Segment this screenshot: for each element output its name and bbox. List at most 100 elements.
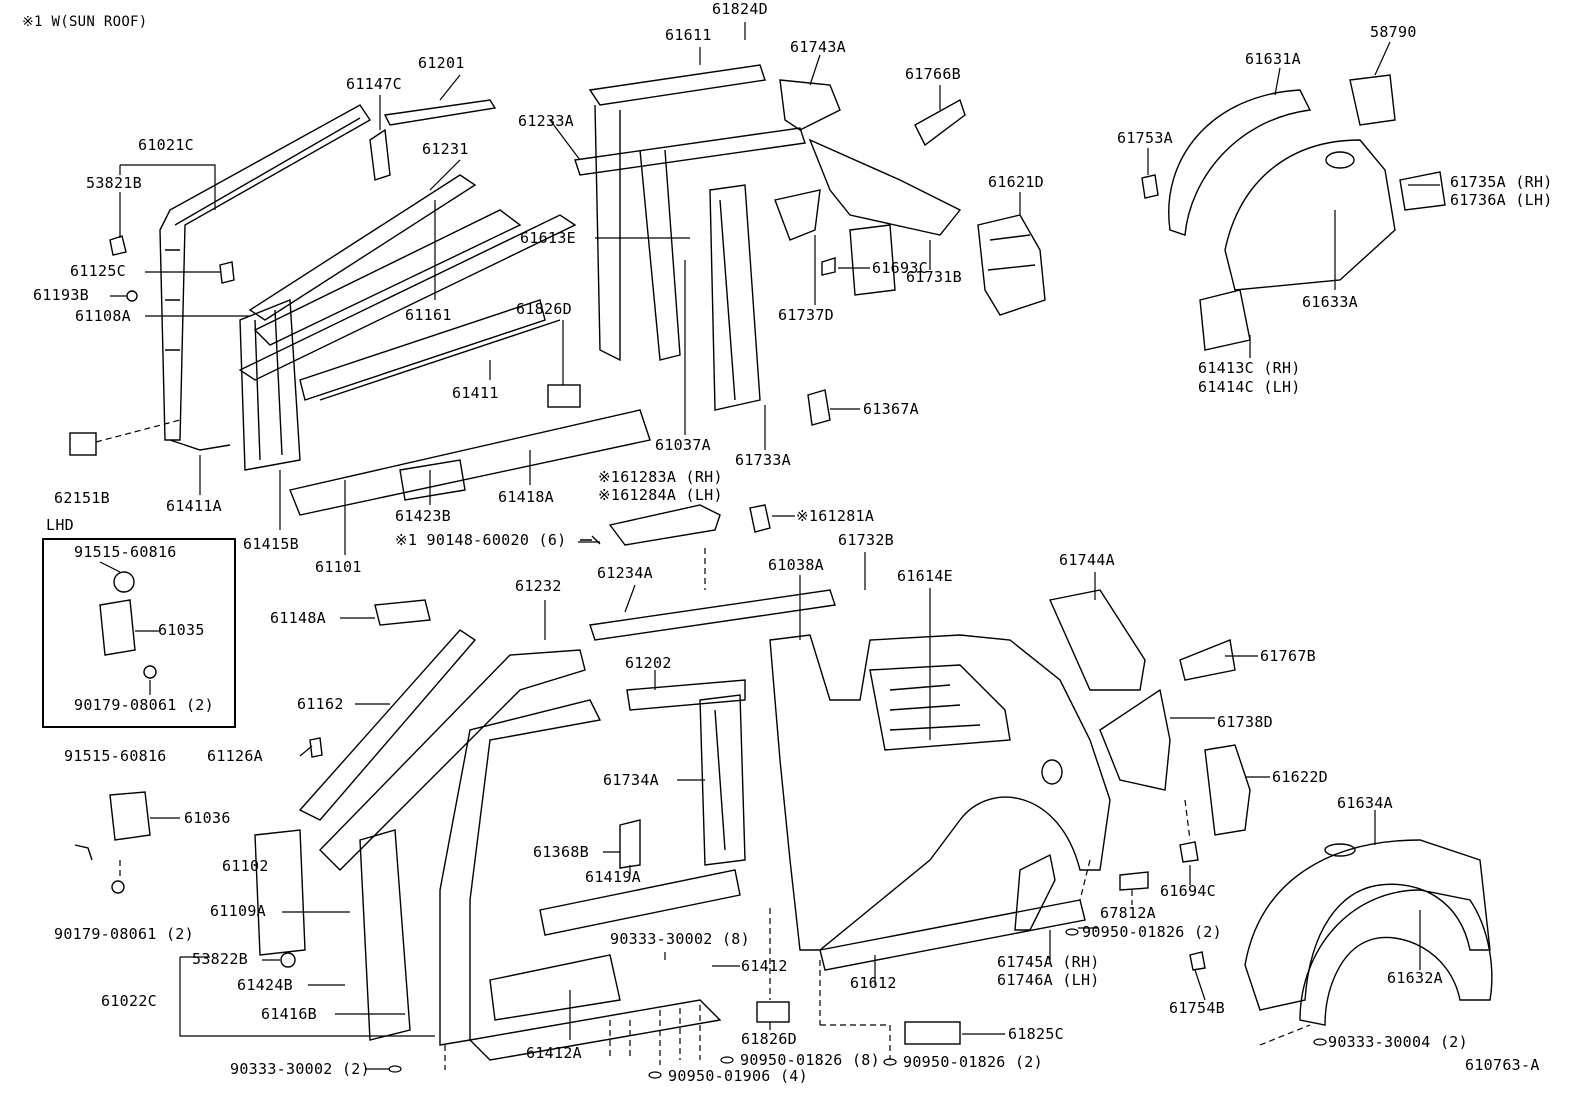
part-label-61234A[interactable]: 61234A	[597, 564, 653, 582]
part-label-61162[interactable]: 61162	[297, 695, 344, 713]
quarter-panel-inner-upper	[774, 79, 962, 296]
part-label-61732B[interactable]: 61732B	[838, 531, 894, 549]
part-label-61693C[interactable]: 61693C	[872, 259, 928, 277]
part-label-161281A[interactable]: ※161281A	[796, 507, 875, 525]
part-label-61735A[interactable]: 61735A (RH)	[1450, 173, 1553, 191]
part-label-61743A[interactable]: 61743A	[790, 38, 846, 56]
part-label-61825C[interactable]: 61825C	[1008, 1025, 1064, 1043]
part-label-61731B[interactable]: 61731B	[906, 268, 962, 286]
part-label-61416B[interactable]: 61416B	[261, 1005, 317, 1023]
part-label-90950-01826-2b[interactable]: 90950-01826 (2)	[903, 1053, 1043, 1071]
small-parts-bottom	[74, 737, 961, 1045]
part-label-61368B[interactable]: 61368B	[533, 843, 589, 861]
part-label-61038A[interactable]: 61038A	[768, 556, 824, 574]
part-label-61424B[interactable]: 61424B	[237, 976, 293, 994]
part-label-61201[interactable]: 61201	[418, 54, 465, 72]
part-label-90333-30002-2[interactable]: 90333-30002 (2)	[230, 1060, 370, 1078]
part-label-61826D-bottom[interactable]: 61826D	[741, 1030, 797, 1048]
part-label-61632A[interactable]: 61632A	[1387, 969, 1443, 987]
rocker-panel-61418A	[289, 409, 651, 516]
part-label-90950-01826-2a[interactable]: 90950-01826 (2)	[1082, 923, 1222, 941]
part-label-61753A[interactable]: 61753A	[1117, 129, 1173, 147]
part-label-90148[interactable]: ※1 90148-60020 (6)	[395, 531, 567, 549]
part-label-90333-30002-8[interactable]: 90333-30002 (8)	[610, 930, 750, 948]
roof-side-rail	[369, 99, 497, 181]
part-label-61634A[interactable]: 61634A	[1337, 794, 1393, 812]
part-label-61415B[interactable]: 61415B	[243, 535, 299, 553]
part-label-90333-30004[interactable]: 90333-30004 (2)	[1328, 1033, 1468, 1051]
part-label-61767B[interactable]: 61767B	[1260, 647, 1316, 665]
part-label-61036[interactable]: 61036	[184, 809, 231, 827]
part-label-62151B[interactable]: 62151B	[54, 489, 110, 507]
part-label-53822B[interactable]: 53822B	[192, 950, 248, 968]
part-label-61736A[interactable]: 61736A (LH)	[1450, 191, 1553, 209]
part-label-61744A[interactable]: 61744A	[1059, 551, 1115, 569]
stiffener-61367A	[807, 257, 836, 426]
part-label-61126A[interactable]: 61126A	[207, 747, 263, 765]
part-label-61233A[interactable]: 61233A	[518, 112, 574, 130]
part-label-90950-01826-8[interactable]: 90950-01826 (8)	[740, 1051, 880, 1069]
part-label-61418A[interactable]: 61418A	[498, 488, 554, 506]
part-label-61202[interactable]: 61202	[625, 654, 672, 672]
part-label-58790[interactable]: 58790	[1370, 23, 1417, 41]
lhd-part-label-90179-08061[interactable]: 90179-08061 (2)	[74, 696, 214, 714]
front-pillar-outer-upper	[159, 104, 371, 451]
part-label-61412A[interactable]: 61412A	[526, 1044, 582, 1062]
front-pillar-inner	[238, 174, 577, 471]
part-label-61109A[interactable]: 61109A	[210, 902, 266, 920]
part-label-61022C[interactable]: 61022C	[101, 992, 157, 1010]
part-label-61037A[interactable]: 61037A	[655, 436, 711, 454]
part-label-61367A[interactable]: 61367A	[863, 400, 919, 418]
side-outer-panel-lower	[254, 629, 722, 1061]
part-label-61612[interactable]: 61612	[850, 974, 897, 992]
part-label-91515-60816[interactable]: 91515-60816	[64, 747, 167, 765]
part-label-61824D[interactable]: 61824D	[712, 0, 768, 18]
part-label-61147C[interactable]: 61147C	[346, 75, 402, 93]
part-label-61614E[interactable]: 61614E	[897, 567, 953, 585]
part-label-61021C[interactable]: 61021C	[138, 136, 194, 154]
lhd-part-label-91515-60816[interactable]: 91515-60816	[74, 543, 177, 561]
part-label-161283A[interactable]: ※161283A (RH)	[598, 468, 723, 486]
part-label-61613E[interactable]: 61613E	[520, 229, 576, 247]
part-label-61734A[interactable]: 61734A	[603, 771, 659, 789]
part-label-90179-08061[interactable]: 90179-08061 (2)	[54, 925, 194, 943]
lhd-part-label-61035[interactable]: 61035	[158, 621, 205, 639]
part-label-61737D[interactable]: 61737D	[778, 306, 834, 324]
part-label-90950-01906[interactable]: 90950-01906 (4)	[668, 1067, 808, 1085]
part-label-61411A[interactable]: 61411A	[166, 497, 222, 515]
center-pillar-top	[574, 64, 806, 411]
part-label-61633A[interactable]: 61633A	[1302, 293, 1358, 311]
part-label-61161[interactable]: 61161	[405, 306, 452, 324]
part-label-61621D[interactable]: 61621D	[988, 173, 1044, 191]
part-label-61826D-top[interactable]: 61826D	[516, 300, 572, 318]
part-label-61232[interactable]: 61232	[515, 577, 562, 595]
part-label-67812A[interactable]: 67812A	[1100, 904, 1156, 922]
part-label-61414C[interactable]: 61414C (LH)	[1198, 378, 1301, 396]
part-label-61766B[interactable]: 61766B	[905, 65, 961, 83]
part-label-61631A[interactable]: 61631A	[1245, 50, 1301, 68]
part-label-61108A[interactable]: 61108A	[75, 307, 131, 325]
part-label-61413C[interactable]: 61413C (RH)	[1198, 359, 1301, 377]
part-label-61101[interactable]: 61101	[315, 558, 362, 576]
part-label-61102[interactable]: 61102	[222, 857, 269, 875]
part-label-61738D[interactable]: 61738D	[1217, 713, 1273, 731]
part-label-61193B[interactable]: 61193B	[33, 286, 89, 304]
part-label-61746A[interactable]: 61746A (LH)	[997, 971, 1100, 989]
part-label-61411[interactable]: 61411	[452, 384, 499, 402]
part-label-61754B[interactable]: 61754B	[1169, 999, 1225, 1017]
part-label-161284A[interactable]: ※161284A (LH)	[598, 486, 723, 504]
part-label-61419A[interactable]: 61419A	[585, 868, 641, 886]
part-label-61148A[interactable]: 61148A	[270, 609, 326, 627]
part-label-61733A[interactable]: 61733A	[735, 451, 791, 469]
part-label-61694C[interactable]: 61694C	[1160, 882, 1216, 900]
part-label-61745A[interactable]: 61745A (RH)	[997, 953, 1100, 971]
part-label-61423B[interactable]: 61423B	[395, 507, 451, 525]
part-label-61412[interactable]: 61412	[741, 957, 788, 975]
part-label-61231[interactable]: 61231	[422, 140, 469, 158]
part-label-61622D[interactable]: 61622D	[1272, 768, 1328, 786]
inner-wheelhouse-61631A	[1141, 74, 1446, 351]
part-label-61611[interactable]: 61611	[665, 26, 712, 44]
part-label-53821B[interactable]: 53821B	[86, 174, 142, 192]
part-label-61125C[interactable]: 61125C	[70, 262, 126, 280]
